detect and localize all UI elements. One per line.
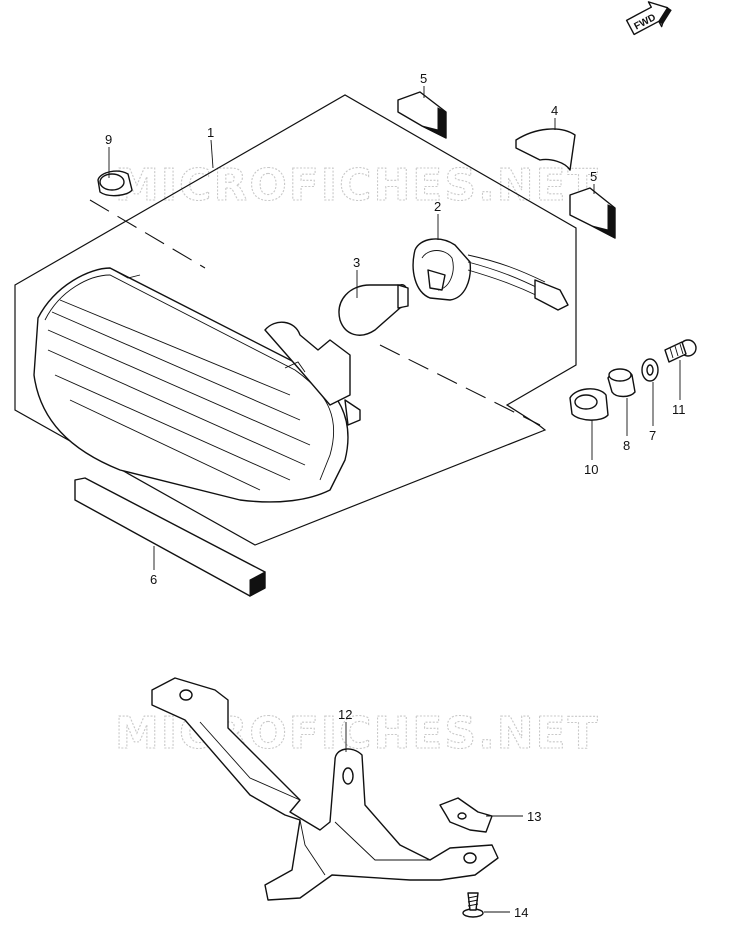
callout-4: 4: [551, 103, 558, 118]
bulb-socket: [412, 238, 569, 311]
collar: [607, 368, 636, 398]
callout-9: 9: [105, 132, 112, 147]
alignment-line-mount: [379, 344, 541, 426]
cushion-lower: [569, 187, 616, 239]
grommet-lower: [569, 388, 609, 421]
reflector-pad: [515, 128, 576, 171]
callout-1: 1: [207, 125, 214, 140]
grommet-upper: [97, 170, 133, 197]
callout-3: 3: [353, 255, 360, 270]
callout-14: 14: [514, 905, 528, 920]
assembly-frame: [14, 94, 577, 546]
callout-6: 6: [150, 572, 157, 587]
callout-12: 12: [338, 707, 352, 722]
screw-lower: [462, 892, 484, 918]
bulb: [338, 284, 409, 336]
callout-5-upper: 5: [420, 71, 427, 86]
screw-upper: [664, 339, 697, 363]
tail-lamp-housing: [33, 267, 361, 503]
fwd-arrow-badge: FWD: [625, 1, 672, 36]
mounting-bracket: [151, 677, 499, 901]
callout-11: 11: [672, 402, 686, 417]
callout-13: 13: [527, 809, 541, 824]
leader-1: [210, 139, 214, 169]
callout-2: 2: [434, 199, 441, 214]
watermark-top: MICROFICHES.NET: [115, 160, 600, 211]
callout-7: 7: [649, 428, 656, 443]
callout-5-lower: 5: [590, 169, 597, 184]
clip-nut: [439, 797, 493, 833]
washer: [641, 358, 659, 382]
callout-10: 10: [584, 462, 598, 477]
callout-8: 8: [623, 438, 630, 453]
alignment-line-grommet: [89, 199, 206, 269]
seal-strip: [74, 477, 266, 597]
cushion-upper: [397, 91, 447, 139]
